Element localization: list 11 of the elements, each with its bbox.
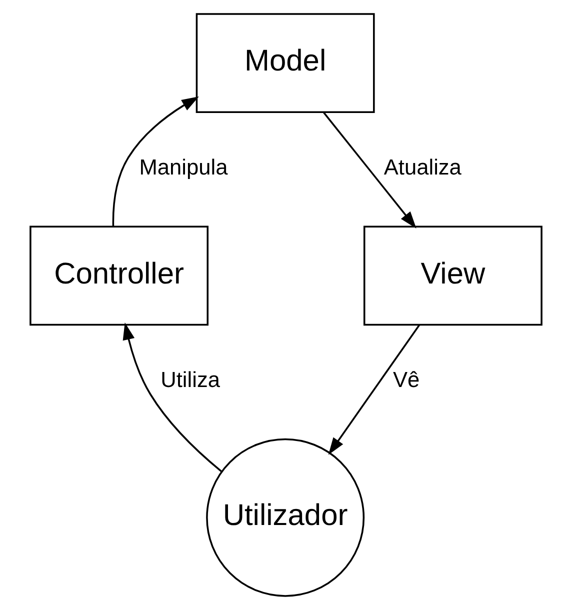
edge-label: Atualiza — [383, 154, 461, 180]
arrow — [322, 112, 416, 228]
node-box: View — [362, 226, 542, 326]
edge-label: Utiliza — [160, 367, 220, 392]
arrow — [328, 324, 420, 455]
edge-label: Manipula — [138, 154, 228, 180]
arrow — [122, 322, 222, 472]
edge-label: Vê — [392, 367, 420, 392]
node-box: Controller — [29, 226, 208, 326]
node-box: Model — [195, 13, 374, 114]
arrow — [112, 96, 198, 226]
